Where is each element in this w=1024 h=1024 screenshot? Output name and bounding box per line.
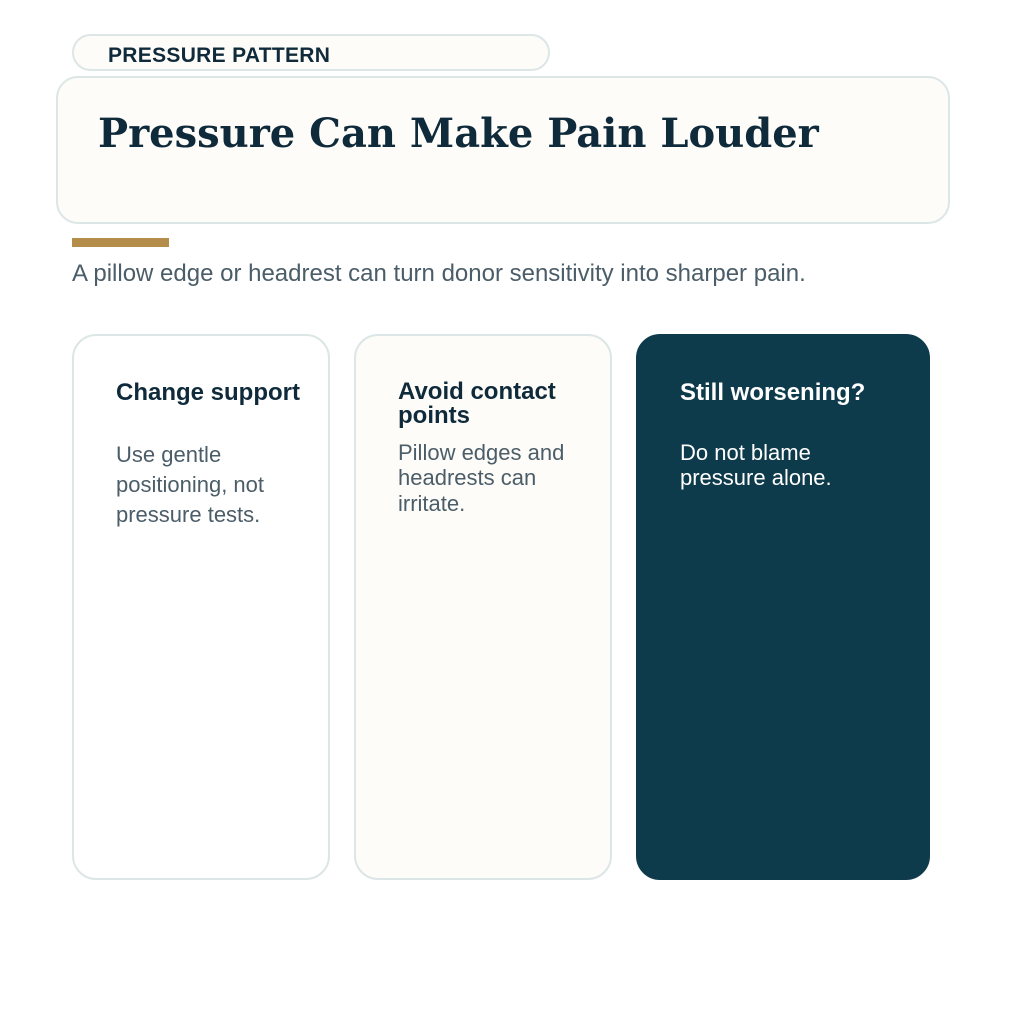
accent-divider <box>72 238 169 247</box>
info-card-still-worsening: Still worsening? Do not blame pressure a… <box>636 334 930 880</box>
card-body: Do not blame pressure alone. <box>680 440 832 491</box>
page-subtitle: A pillow edge or headrest can turn donor… <box>72 260 806 287</box>
page-title: Pressure Can Make Pain Louder <box>98 110 819 157</box>
info-card-change-support: Change support Use gentle positioning, n… <box>72 334 330 880</box>
card-heading: Avoid contact points <box>398 378 556 429</box>
info-card-avoid-contact-points: Avoid contact points Pillow edges and he… <box>354 334 612 880</box>
card-heading: Still worsening? <box>680 379 866 406</box>
title-card: Pressure Can Make Pain Louder <box>56 76 950 224</box>
section-eyebrow-pill: PRESSURE PATTERN <box>72 34 550 71</box>
card-body: Pillow edges and headrests can irritate. <box>398 440 565 516</box>
card-body: Use gentle positioning, not pressure tes… <box>116 442 264 527</box>
section-eyebrow-label: PRESSURE PATTERN <box>108 44 331 67</box>
card-heading: Change support <box>116 379 300 406</box>
